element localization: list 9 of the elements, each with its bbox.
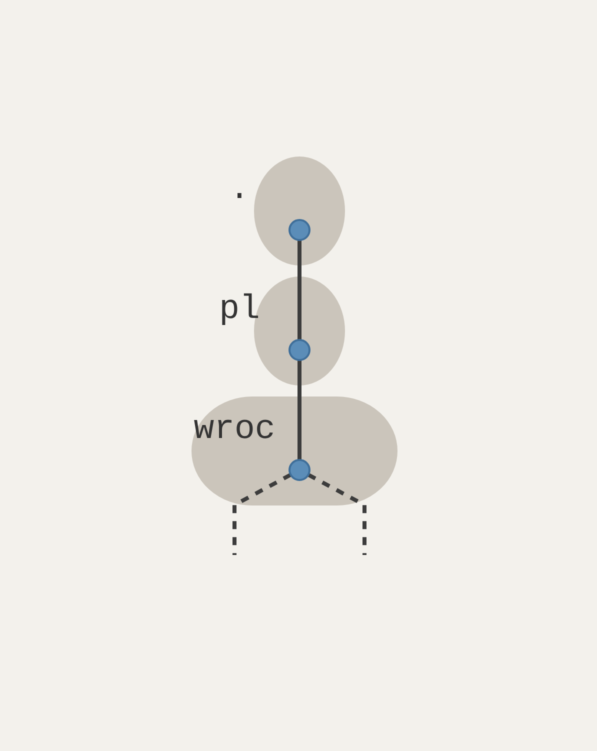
connector — [308, 472, 367, 554]
connector — [298, 360, 302, 460]
connector — [298, 240, 302, 340]
connector — [232, 472, 292, 554]
node-circle — [288, 338, 311, 360]
node-label: . — [230, 170, 250, 208]
node-circle — [288, 458, 311, 480]
node-label: pl — [219, 290, 260, 328]
node-circle — [288, 218, 311, 240]
